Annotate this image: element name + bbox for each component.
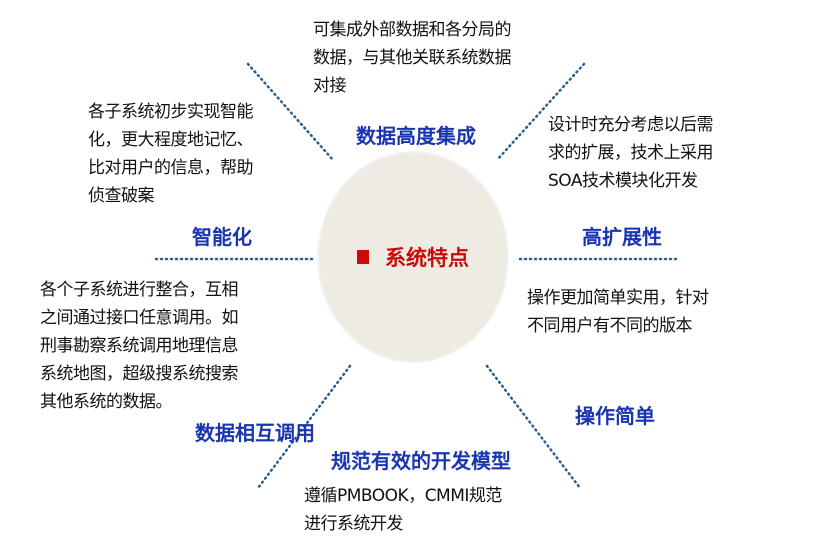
desc-line: 化，更大程度地记忆、 [88,130,254,150]
desc-line: 之间通过接口任意调用。如 [40,308,239,328]
desc-line: 其他系统的数据。 [40,392,173,412]
desc-line: 侦查破案 [88,186,155,206]
connector-bottom-left [256,364,352,490]
connector-bottom-right [485,364,582,490]
desc-line: 比对用户的信息，帮助 [88,158,254,178]
standard-label: 规范有效的开发模型 [331,449,511,473]
desc-line: SOA技术模块化开发 [548,171,698,191]
desc-line: 各个子系统进行整合，互相 [40,280,239,300]
usability-label: 操作简单 [575,404,655,428]
desc-line: 求的扩展，技术上采用 [548,143,714,163]
center-title: 系统特点 [357,242,469,272]
desc-line: 数据，与其他关联系统数据 [313,48,512,68]
interop-desc: 各个子系统进行整合，互相 之间通过接口任意调用。如 刑事勘察系统调用地理信息 系… [40,276,239,416]
usability-desc: 操作更加简单实用，针对 不同用户有不同的版本 [527,284,709,340]
bullet-square-icon [357,250,369,264]
desc-line: 不同用户有不同的版本 [527,316,692,336]
interop-label: 数据相互调用 [195,421,315,445]
desc-line: 操作更加简单实用，针对 [527,288,709,308]
intelligence-desc: 各子系统初步实现智能 化，更大程度地记忆、 比对用户的信息，帮助 侦查破案 [88,98,254,210]
center-title-text: 系统特点 [385,246,469,270]
desc-line: 刑事勘察系统调用地理信息 [40,336,239,356]
integration-label: 数据高度集成 [356,124,476,148]
desc-line: 设计时充分考虑以后需 [548,115,714,135]
desc-line: 对接 [313,76,347,96]
desc-line: 进行系统开发 [304,514,403,534]
standard-desc: 遵循PMBOOK，CMMI规范 进行系统开发 [304,482,502,538]
connector-top-left [246,62,335,162]
desc-line: 可集成外部数据和各分局的 [313,20,512,40]
integration-desc: 可集成外部数据和各分局的 数据，与其他关联系统数据 对接 [313,16,512,100]
extensibility-desc: 设计时充分考虑以后需 求的扩展，技术上采用 SOA技术模块化开发 [548,111,714,195]
intelligence-label: 智能化 [192,225,252,249]
center-circle [317,151,509,363]
extensibility-label: 高扩展性 [582,225,662,249]
desc-line: 系统地图，超级搜系统搜索 [40,364,239,384]
desc-line: 遵循PMBOOK，CMMI规范 [304,486,502,506]
connector-top-right [495,62,586,162]
desc-line: 各子系统初步实现智能 [88,102,254,122]
